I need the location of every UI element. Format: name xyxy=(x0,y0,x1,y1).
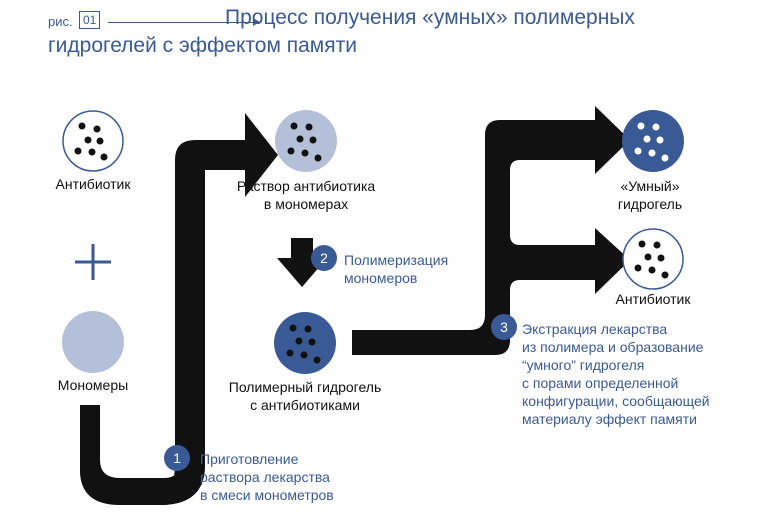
step-2-badge: 2 xyxy=(311,245,337,271)
label-smart-hydrogel: «Умный» гидрогель xyxy=(600,177,700,213)
flow-arrow-step-2 xyxy=(277,238,327,287)
released-antibiotic-circle-icon xyxy=(622,228,684,290)
label-solution-line-1: Раствор антибиотика xyxy=(236,178,376,194)
title-pointer-arrow xyxy=(108,18,260,26)
step-3-line-5: конфигурации, сообщающей xyxy=(522,393,710,409)
title-line-2: гидрогелей с эффектом памяти xyxy=(48,34,357,57)
step-1-line-1: Приготовление xyxy=(200,451,299,467)
label-solution: Раствор антибиотика в мономерах xyxy=(216,177,396,213)
antibiotic-particles-icon xyxy=(62,110,124,172)
label-hydrogel-line-2: с антибиотиками xyxy=(250,397,360,413)
step-3-text: Экстракция лекарства из полимера и образ… xyxy=(522,320,710,428)
plus-icon xyxy=(75,244,111,280)
monomers-circle-icon xyxy=(62,311,124,373)
figure-number: 01 xyxy=(79,11,101,29)
label-monomers: Мономеры xyxy=(57,377,129,393)
step-1-line-3: в смеси монометров xyxy=(200,487,334,503)
polymer-hydrogel-circle-icon xyxy=(274,312,336,374)
step-3-line-4: с порами определенной xyxy=(522,375,679,391)
label-polymer-hydrogel: Полимерный гидрогель с антибиотиками xyxy=(210,378,400,414)
label-released-antibiotic: Антибиотик xyxy=(615,291,691,307)
step-2-line-1: Полимеризация xyxy=(344,252,449,268)
step-3-line-6: материалу эффект памяти xyxy=(522,411,697,427)
label-solution-line-2: в мономерах xyxy=(263,196,349,212)
label-smart-line-1: «Умный» xyxy=(620,178,680,194)
smart-hydrogel-circle-icon xyxy=(622,110,684,172)
flow-arrow-step-3 xyxy=(352,106,630,355)
figure-label: рис. xyxy=(48,14,73,29)
step-1-badge: 1 xyxy=(164,445,190,471)
step-3-badge: 3 xyxy=(491,314,517,340)
step-1-text: Приготовление раствора лекарства в смеси… xyxy=(200,450,334,504)
label-smart-line-2: гидрогель xyxy=(617,196,683,212)
step-3-line-2: из полимера и образование xyxy=(522,339,704,355)
step-3-line-1: Экстракция лекарства xyxy=(522,321,668,337)
step-1-line-2: раствора лекарства xyxy=(200,469,330,485)
label-hydrogel-line-1: Полимерный гидрогель xyxy=(228,379,382,395)
step-3-line-3: “умного” гидрогеля xyxy=(522,357,645,373)
solution-circle-icon xyxy=(275,110,337,172)
label-antibiotic: Антибиотик xyxy=(55,176,131,192)
title-line-1: Процесс получения «умных» полимерных xyxy=(225,6,635,29)
step-2-line-2: мономеров xyxy=(344,270,418,286)
step-2-text: Полимеризация мономеров xyxy=(344,251,448,287)
